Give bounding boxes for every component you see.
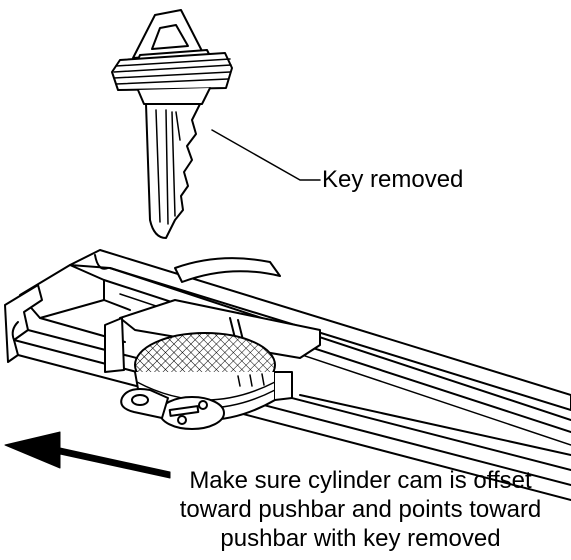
direction-arrow-icon xyxy=(4,431,171,479)
key-leader-line xyxy=(211,129,321,181)
cam-note-line-1: Make sure cylinder cam is offset xyxy=(189,467,532,494)
cam-note-line-2: toward pushbar and points toward xyxy=(179,496,542,523)
cam-note-line-3: pushbar with key removed xyxy=(220,525,501,552)
cam-instruction-note: Make sure cylinder cam is offset toward … xyxy=(150,466,571,553)
key-removed-label: Key removed xyxy=(322,166,464,193)
cylinder-assembly xyxy=(104,257,321,430)
key-icon xyxy=(111,9,233,239)
